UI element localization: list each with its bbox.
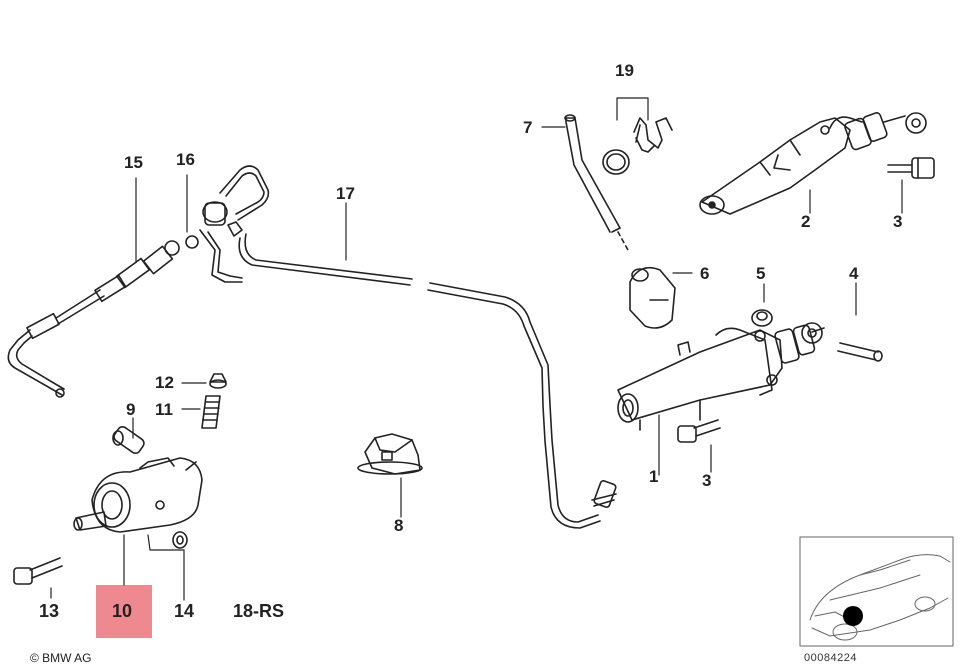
location-marker-dot <box>843 606 863 626</box>
part-4-pin <box>837 342 883 362</box>
part-14-nut <box>172 531 188 549</box>
callout-17[interactable]: 17 <box>336 184 355 203</box>
callout-1[interactable]: 1 <box>649 467 659 486</box>
callout-19[interactable]: 19 <box>615 61 634 80</box>
callout-2[interactable]: 2 <box>801 212 811 231</box>
part-5-nut <box>751 309 773 327</box>
part-12-cap <box>209 373 227 389</box>
part-15-hose <box>7 240 180 398</box>
callout-6[interactable]: 6 <box>700 264 710 283</box>
part-11-bleeder <box>201 395 221 429</box>
copyright-text: © BMW AG <box>30 651 92 665</box>
callout-14[interactable]: 14 <box>174 601 195 621</box>
callout-3-lower[interactable]: 3 <box>702 471 712 490</box>
callout-15[interactable]: 15 <box>124 153 143 172</box>
part-1-cylinder <box>617 322 825 431</box>
callout-11[interactable]: 11 <box>155 400 173 419</box>
callout-5[interactable]: 5 <box>756 264 766 283</box>
callout-7[interactable]: 7 <box>523 118 533 137</box>
part-8-sensor <box>357 433 423 475</box>
leader-lines <box>50 97 903 601</box>
part-17-line <box>238 233 617 529</box>
part-6-boot <box>629 266 676 329</box>
callout-18-rs[interactable]: 18-RS <box>233 601 285 621</box>
callout-13[interactable]: 13 <box>39 601 60 621</box>
callout-8[interactable]: 8 <box>394 516 404 535</box>
callout-9[interactable]: 9 <box>126 400 136 419</box>
part-9-fitting <box>112 426 145 454</box>
callout-16[interactable]: 16 <box>176 150 195 169</box>
part-3-bolt-lower <box>677 419 721 443</box>
part-13-bolt <box>13 557 63 585</box>
part-3-bolt-upper <box>887 157 935 179</box>
part-16-bracket <box>185 165 270 283</box>
callout-4[interactable]: 4 <box>849 264 859 283</box>
document-number: 00084224 <box>804 652 857 664</box>
part-2-cylinder <box>699 112 927 215</box>
highlighted-part-box[interactable] <box>96 585 152 638</box>
callout-3-upper[interactable]: 3 <box>893 212 903 231</box>
car-thumbnail <box>799 536 954 647</box>
part-10-slave-cylinder <box>73 457 203 533</box>
part-19-ring-clip <box>602 117 673 175</box>
callout-10[interactable]: 10 <box>112 601 133 621</box>
callout-12[interactable]: 12 <box>155 373 174 392</box>
part-7-hose <box>564 114 629 251</box>
